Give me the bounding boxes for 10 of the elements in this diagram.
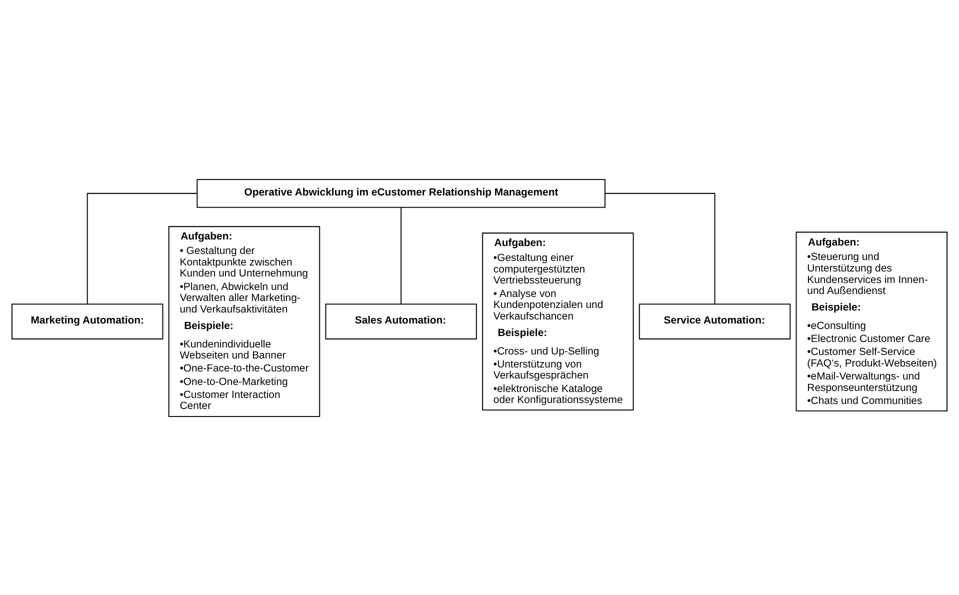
node-box: Aufgaben: •Steuerung und Unterstützung des Kundenservices im Innen- und Außendienst Beispiele: •eConsulting •Electronic Customer Care •Customer Self-Service (FAQ‘s, Produkt-Webseiten) •eMail-Verwaltungs- und Responseunterstützung •Chats und Communities — [796, 231, 948, 411]
node-box: Aufgaben: • Gestaltung der Kontaktpunkte zwischen Kunden und Unternehmung •Planen, Abwickeln und Verwalten aller Marketing- und Verkaufsaktivitäten Beispiele: •Kundenindividuelle Webseiten und Banner •One-Face-to-the-Customer •One-to-One-Marketing •Customer Interaction Center — [168, 226, 320, 417]
node-box: Aufgaben: •Gestaltung einer computergestützten Vertriebssteuerung • Analyse von Kundenpotenzialen und Verkaufschancen Beispiele: •Cross- und Up-Selling •Unterstützung von Verkaufsgesprächen •elektronische Kataloge oder Konfigurationssysteme — [482, 232, 634, 410]
node-box: Service Automation: — [638, 303, 791, 339]
connector — [605, 192, 716, 304]
node-box: Operative Abwicklung im eCustomer Relationship Management — [196, 178, 606, 208]
node-box: Sales Automation: — [325, 303, 477, 339]
connector — [86, 192, 198, 304]
connector — [400, 206, 402, 304]
node-box: Marketing Automation: — [11, 303, 164, 339]
